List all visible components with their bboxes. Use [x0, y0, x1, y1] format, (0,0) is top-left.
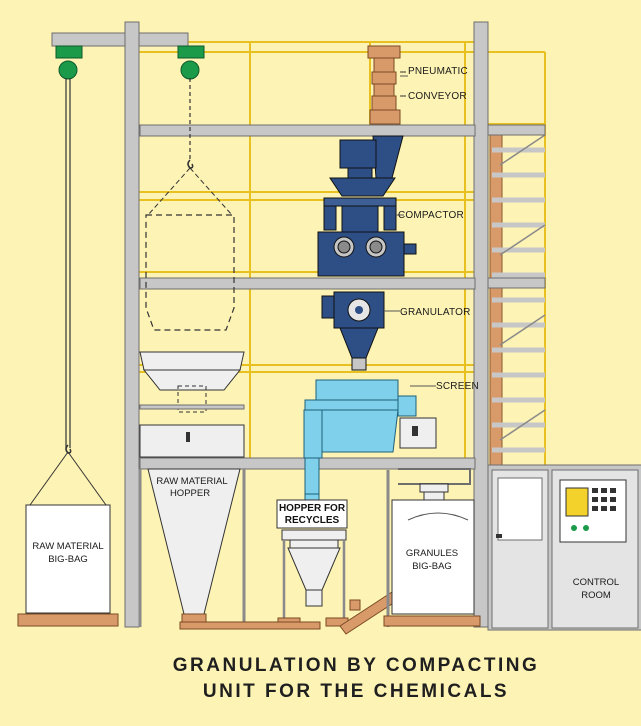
- pneumatic-conveyor: [367, 45, 406, 125]
- label-recycle-line2: RECYCLES: [285, 515, 340, 526]
- floor-level-1: [139, 124, 476, 137]
- left-column: [124, 21, 140, 628]
- diagram-title-line1: GRANULATION BY COMPACTING: [173, 655, 540, 676]
- bottom-conveyor-pipe: [179, 621, 321, 630]
- right-column: [473, 21, 489, 628]
- stair-landing-1: [487, 124, 546, 136]
- label-control-room-line1: CONTROL: [573, 577, 619, 588]
- granules-big-bag: [383, 417, 481, 627]
- control-room: [487, 464, 641, 631]
- hopper-lid: [139, 351, 245, 371]
- feed-chute: [372, 135, 404, 179]
- granulator: [321, 291, 385, 371]
- raw-material-big-bag: [17, 504, 119, 627]
- staircase: [489, 134, 546, 466]
- label-granules-bag-line1: GRANULES: [406, 548, 458, 559]
- hoist-left: [29, 45, 107, 506]
- label-conveyor: CONVEYOR: [408, 91, 467, 102]
- recycle-label-box: [276, 499, 348, 529]
- label-raw-bag-line2: BIG-BAG: [48, 554, 88, 565]
- screw-conveyor: [179, 591, 399, 635]
- label-pneumatic: PNEUMATIC: [408, 66, 468, 77]
- raw-material-hopper: [138, 351, 246, 627]
- callout-lines: [384, 75, 436, 387]
- label-raw-hopper-line2: HOPPER: [170, 488, 210, 499]
- label-raw-hopper-line1: RAW MATERIAL: [156, 476, 227, 487]
- stair-landing-2: [487, 277, 546, 289]
- label-raw-bag-line1: RAW MATERIAL: [32, 541, 103, 552]
- label-compactor: COMPACTOR: [398, 210, 464, 221]
- label-recycle-line1: HOPPER FOR: [279, 503, 346, 514]
- hoist-right: [145, 45, 235, 331]
- label-granules-bag-line2: BIG-BAG: [412, 561, 452, 572]
- floor-level-2: [139, 277, 476, 290]
- label-granulator: GRANULATOR: [400, 307, 471, 318]
- compactor: [317, 135, 417, 277]
- screen: [303, 379, 417, 495]
- crane-beam: [51, 32, 189, 47]
- label-screen: SCREEN: [436, 381, 479, 392]
- label-control-room-line2: ROOM: [581, 590, 611, 601]
- diagram-title-line2: UNIT FOR THE CHEMICALS: [203, 681, 509, 702]
